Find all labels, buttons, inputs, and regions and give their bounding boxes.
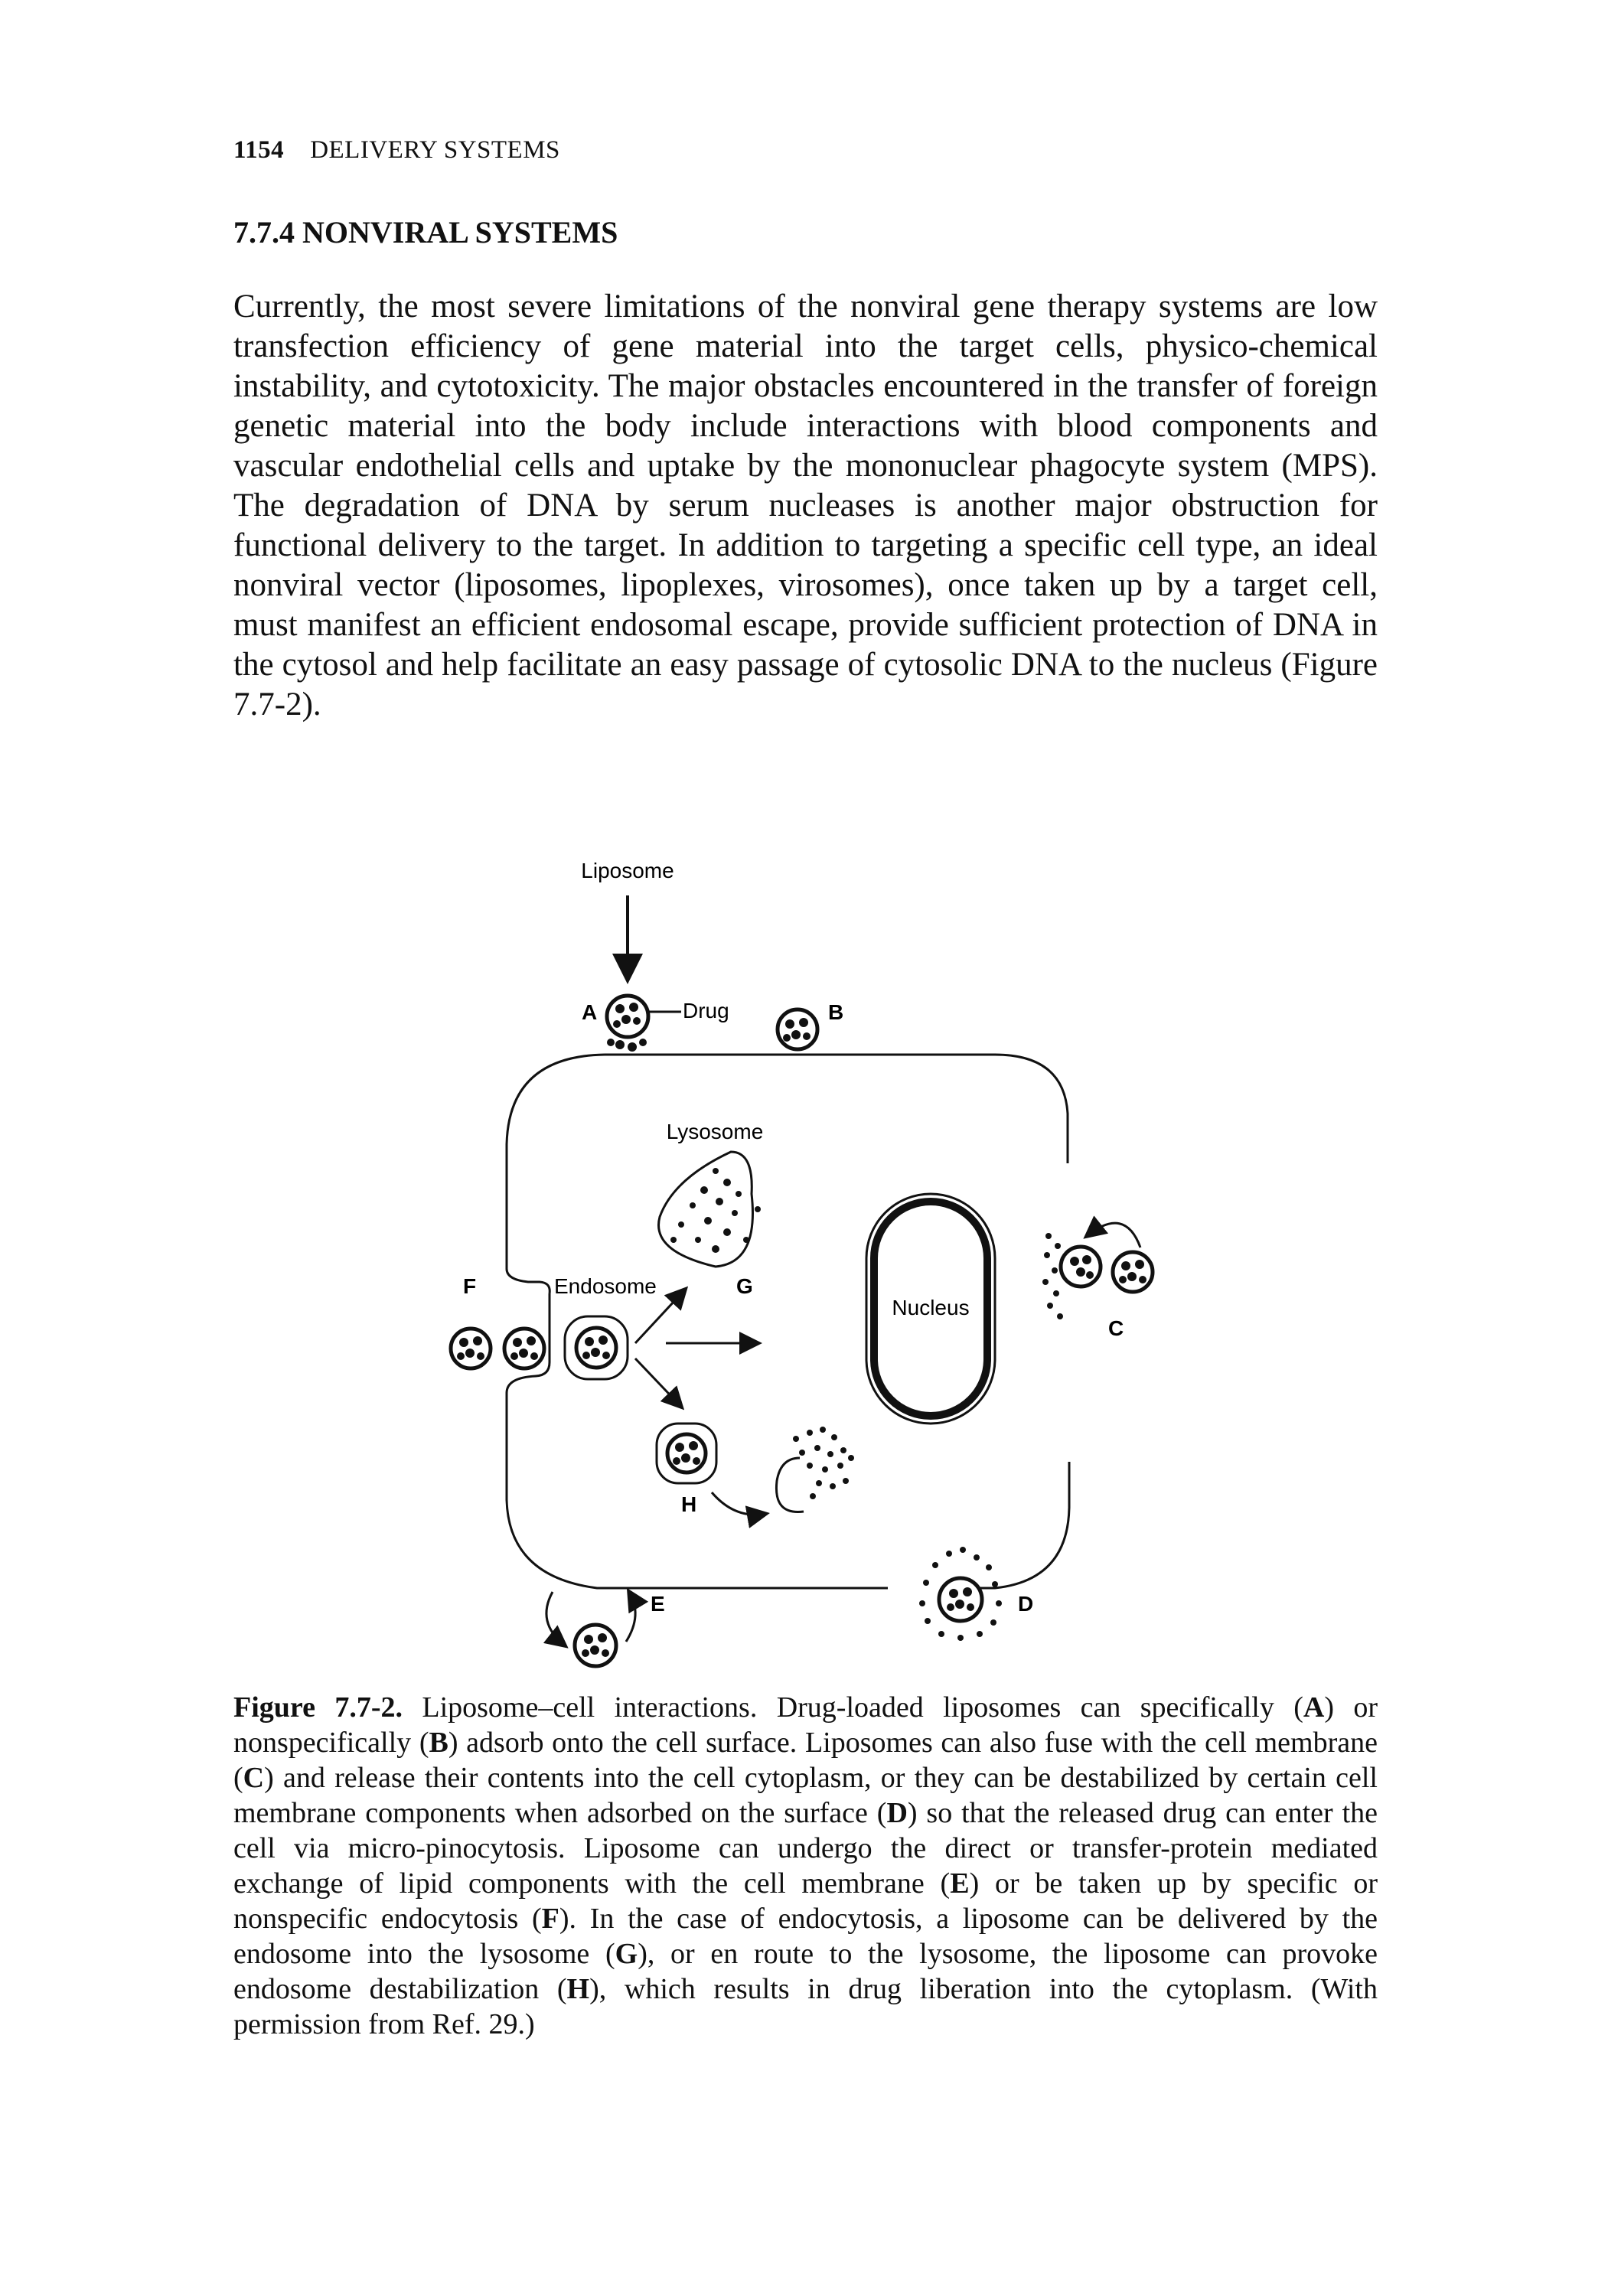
label-e: E bbox=[651, 1592, 665, 1616]
cell-membrane bbox=[605, 1053, 1069, 1163]
caption-text: ). In the case of endocytosis, a liposom… bbox=[233, 1903, 1378, 1970]
nucleus bbox=[865, 1192, 996, 1425]
liposome-c bbox=[1111, 1250, 1155, 1294]
drug-label: Drug bbox=[683, 999, 729, 1022]
figure-caption: Figure 7.7-2. Liposome–cell interactions… bbox=[233, 1690, 1378, 2042]
label-c: C bbox=[1108, 1316, 1124, 1340]
released-drug-h bbox=[793, 1427, 854, 1499]
caption-ref-g: G bbox=[615, 1938, 638, 1970]
endosome bbox=[563, 1315, 629, 1381]
lysosome bbox=[657, 1150, 754, 1268]
lysosome-drug bbox=[670, 1168, 761, 1253]
liposome-b bbox=[775, 1007, 820, 1052]
caption-ref-d: D bbox=[886, 1797, 908, 1829]
lysosome-label: Lysosome bbox=[667, 1120, 764, 1143]
endosome-h bbox=[655, 1422, 718, 1485]
nucleus-label: Nucleus bbox=[892, 1296, 969, 1319]
caption-ref-c: C bbox=[243, 1762, 265, 1794]
caption-label: Figure 7.7-2. bbox=[233, 1691, 403, 1724]
caption-text: ), which results in drug liberation into… bbox=[233, 1973, 1378, 2040]
label-g: G bbox=[736, 1274, 753, 1298]
caption-ref-b: B bbox=[429, 1727, 448, 1759]
liposome-a-drug bbox=[607, 1003, 647, 1052]
cell-membrane-right bbox=[964, 1462, 1071, 1590]
page-number: 1154 bbox=[233, 136, 285, 164]
liposome-label: Liposome bbox=[581, 859, 674, 882]
caption-ref-a: A bbox=[1303, 1691, 1325, 1724]
label-d: D bbox=[1018, 1592, 1033, 1616]
caption-text: ) and release their contents into the ce… bbox=[233, 1762, 1378, 1829]
label-a: A bbox=[582, 1000, 597, 1024]
liposome-e bbox=[572, 1623, 618, 1668]
running-head: 1154 DELIVERY SYSTEMS bbox=[233, 136, 560, 165]
caption-ref-f: F bbox=[541, 1903, 559, 1935]
liposome-entering bbox=[502, 1326, 546, 1371]
liposome-f bbox=[448, 1326, 493, 1371]
liposome-a bbox=[605, 993, 651, 1039]
caption-text: ) adsorb onto the cell surface. Liposome… bbox=[233, 1727, 1378, 1794]
caption-text: Liposome–cell interactions. Drug-loaded … bbox=[402, 1691, 1303, 1724]
label-b: B bbox=[828, 1000, 843, 1024]
section-title: 7.7.4 NONVIRAL SYSTEMS bbox=[233, 215, 618, 249]
body-paragraph: Currently, the most severe limitations o… bbox=[233, 289, 1378, 722]
endosome-label: Endosome bbox=[554, 1274, 657, 1298]
caption-ref-h: H bbox=[566, 1973, 590, 2005]
caption-text: ), or en route to the lysosome, the lipo… bbox=[233, 1938, 1378, 2005]
ruptured-endosome bbox=[775, 1456, 804, 1513]
liposome-d bbox=[937, 1576, 984, 1623]
caption-text: ) or be taken up by specific or nonspeci… bbox=[233, 1867, 1378, 1935]
running-head-title: DELIVERY SYSTEMS bbox=[310, 136, 560, 164]
cell-membrane-left bbox=[505, 1053, 605, 1294]
released-drug-c bbox=[1042, 1233, 1063, 1319]
caption-ref-e: E bbox=[950, 1867, 970, 1900]
caption-text: ) or nonspecifically ( bbox=[233, 1691, 1378, 1759]
liposome-c-fusing bbox=[1058, 1244, 1103, 1289]
label-h: H bbox=[681, 1492, 696, 1516]
released-drug-d bbox=[919, 1547, 1002, 1641]
caption-text: ) so that the released drug can enter th… bbox=[233, 1797, 1378, 1900]
label-f: F bbox=[463, 1274, 476, 1298]
cell-membrane-endocytic-pocket bbox=[505, 1293, 888, 1590]
